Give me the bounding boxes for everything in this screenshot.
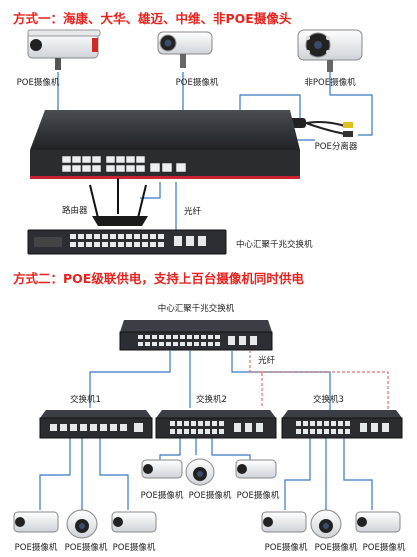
camera-label: POE摄像机 <box>188 491 232 501</box>
router-icon <box>89 178 148 226</box>
poe-camera-icon <box>235 459 277 479</box>
switch-2-label: 交换机2 <box>196 395 227 405</box>
camera-label-3: 非POE摄像机 <box>304 78 356 88</box>
poe-camera-icon <box>27 29 101 70</box>
core-switch-device <box>27 229 227 255</box>
camera-label: POE摄像机 <box>264 543 308 553</box>
camera-label-2: POE摄像机 <box>175 78 219 88</box>
router-label: 路由器 <box>62 206 88 216</box>
camera-label: POE摄像机 <box>14 543 58 553</box>
camera-label: POE摄像机 <box>236 491 280 501</box>
poe-camera-icon <box>13 511 59 533</box>
camera-label: POE摄像机 <box>64 543 108 553</box>
section2-fiber <box>249 350 389 412</box>
non-poe-camera-icon <box>297 29 363 72</box>
camera-label: POE摄像机 <box>314 543 358 553</box>
camera-label: POE摄像机 <box>140 491 184 501</box>
poe-camera-icon <box>157 31 213 68</box>
section2-cables <box>39 350 373 510</box>
switch-1-label: 交换机1 <box>70 395 101 405</box>
poe-camera-icon <box>355 511 401 533</box>
core-switch-device-2 <box>119 320 273 351</box>
poe-camera-icon <box>66 509 98 539</box>
fiber-label: 光纤 <box>184 207 202 217</box>
switch-3-label: 交换机3 <box>313 395 344 405</box>
core-switch-label: 中心汇聚千兆交换机 <box>236 240 313 250</box>
splitter-label: POE分离器 <box>314 142 358 152</box>
switch-3-device <box>281 410 403 439</box>
camera-label: POE摄像机 <box>362 543 406 553</box>
fiber-label-2: 光纤 <box>258 356 276 366</box>
section1-title: 方式一：海康、大华、雄迈、中维、非POE摄像头 <box>13 11 292 26</box>
poe-camera-icon <box>310 509 342 539</box>
switch-1-device <box>39 410 153 439</box>
core-switch-label-2: 中心汇聚千兆交换机 <box>157 304 235 314</box>
poe-switch-device <box>30 110 300 179</box>
camera-label: POE摄像机 <box>112 543 156 553</box>
poe-camera-icon <box>141 459 183 479</box>
camera-label-1: POE摄像机 <box>16 78 60 88</box>
poe-camera-icon <box>111 511 157 533</box>
poe-camera-icon <box>261 511 307 533</box>
section2-title: 方式二：POE级联供电，支持上百台摄像机同时供电 <box>13 271 304 286</box>
switch-2-device <box>155 410 277 439</box>
poe-camera-icon <box>185 458 215 486</box>
